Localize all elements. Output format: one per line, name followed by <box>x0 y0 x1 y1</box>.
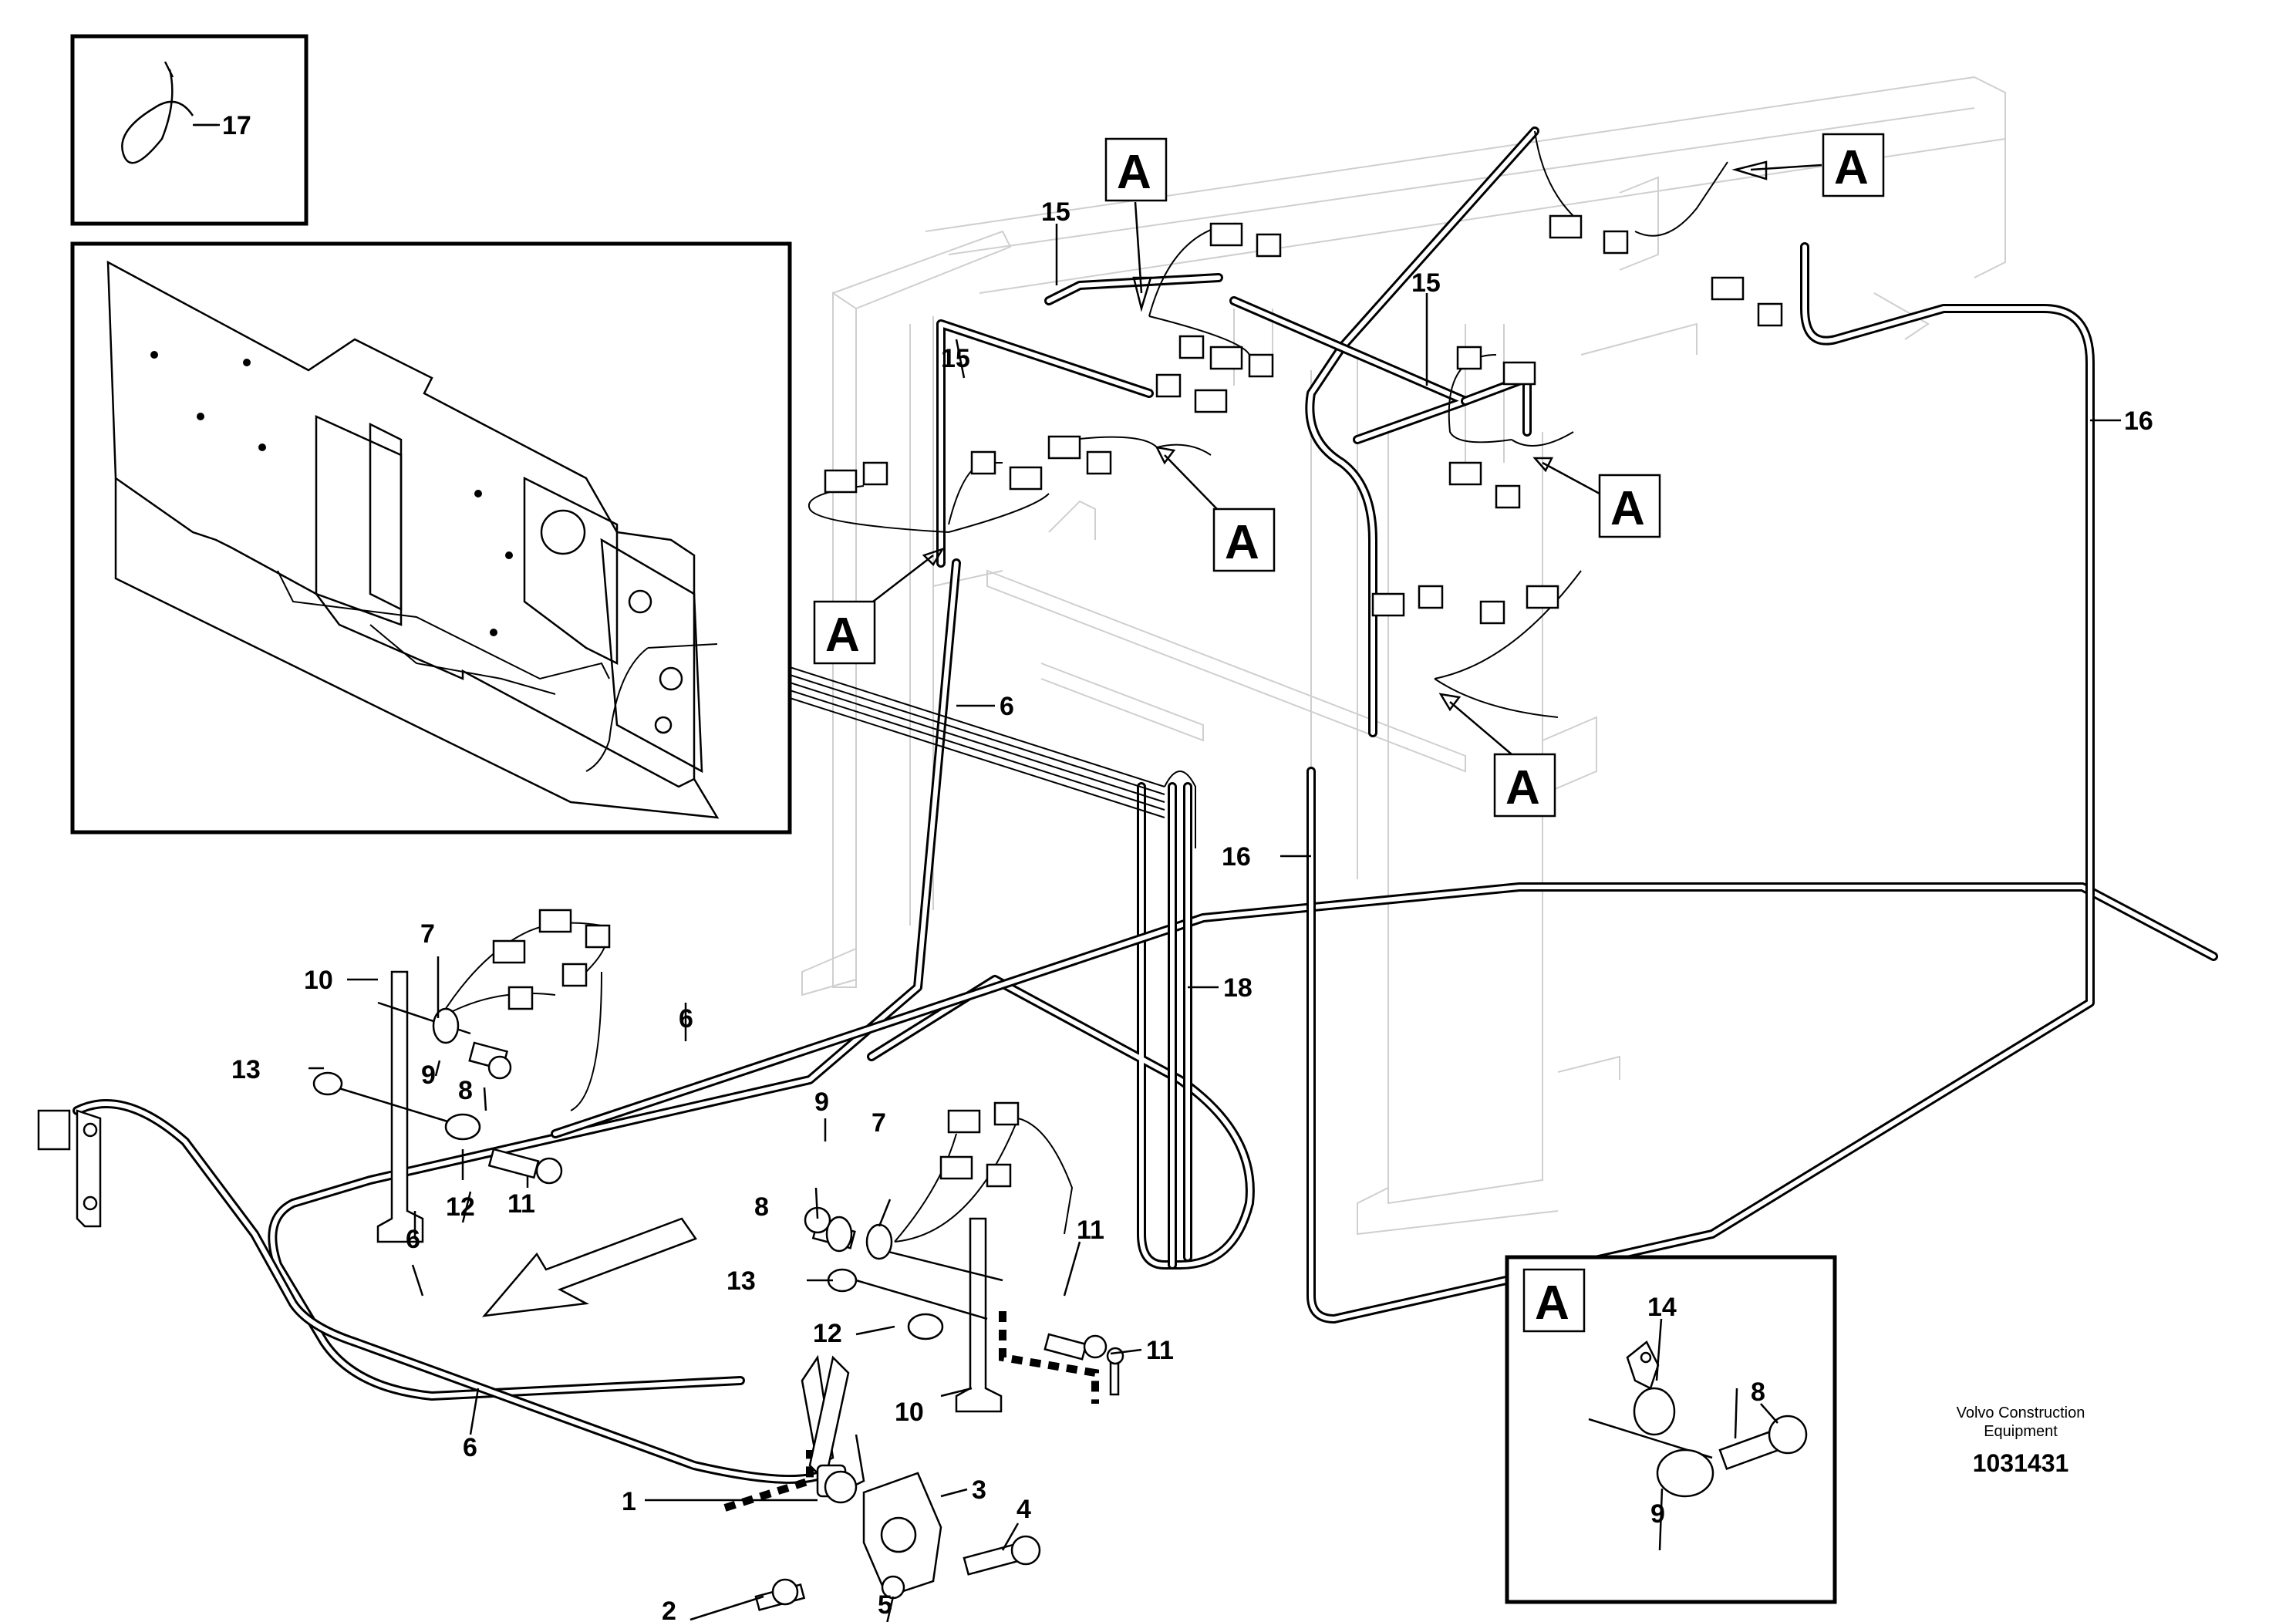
credit-line-1: Volvo Construction <box>1957 1404 2085 1421</box>
callout-9: 9 <box>421 1061 436 1090</box>
detail-tag-a: A <box>1610 482 1645 535</box>
direction-arrow <box>481 1217 697 1317</box>
callout-15: 15 <box>1041 197 1070 227</box>
callout-8: 8 <box>1751 1378 1765 1407</box>
callout-4: 4 <box>1017 1495 1031 1524</box>
leader-lines <box>194 123 2121 1622</box>
callout-15: 15 <box>1411 268 1441 298</box>
callout-6: 6 <box>406 1225 420 1254</box>
callout-6: 6 <box>1000 692 1014 721</box>
callout-labels: 17 15 15 15 16 6 16 18 7 10 13 9 8 6 12 … <box>222 111 2153 1622</box>
control-unit-drawing <box>106 260 720 819</box>
callout-8: 8 <box>458 1076 473 1105</box>
detail-tag-a: A <box>1834 141 1869 194</box>
wire-bundle <box>716 643 1196 848</box>
callout-12: 12 <box>446 1192 475 1222</box>
bracket-left <box>312 970 563 1243</box>
callout-5: 5 <box>878 1590 892 1620</box>
callout-12: 12 <box>813 1319 842 1348</box>
callout-11: 11 <box>507 1189 535 1219</box>
inset-control-unit-frame <box>70 241 792 835</box>
connector-group-bottom <box>754 1354 1041 1611</box>
callout-6: 6 <box>463 1433 477 1462</box>
callout-14: 14 <box>1647 1293 1677 1322</box>
callout-10: 10 <box>895 1398 924 1427</box>
callout-11: 11 <box>1146 1336 1174 1365</box>
callout-13: 13 <box>727 1266 756 1296</box>
credit-line-2: Equipment <box>1984 1423 2058 1440</box>
hatched-cable-right <box>999 1311 1099 1404</box>
callout-13: 13 <box>231 1055 261 1084</box>
callout-16: 16 <box>1222 842 1251 872</box>
callout-10: 10 <box>304 966 333 995</box>
callout-6: 6 <box>679 1004 693 1034</box>
connector-left-end <box>37 1109 102 1228</box>
connectors <box>439 130 1783 1243</box>
callout-1: 1 <box>622 1487 636 1516</box>
bracket-right <box>804 1206 1124 1413</box>
harness-runs <box>72 126 2218 1484</box>
detail-tag-a: A <box>1535 1276 1569 1330</box>
callout-18: 18 <box>1223 973 1253 1003</box>
callout-9: 9 <box>1650 1499 1665 1529</box>
callout-7: 7 <box>420 919 435 949</box>
callout-15: 15 <box>941 344 970 373</box>
callout-17: 17 <box>222 111 251 140</box>
detail-tag-a: A <box>1225 516 1259 569</box>
callout-11: 11 <box>1077 1216 1104 1245</box>
callout-16: 16 <box>2124 406 2153 436</box>
drawing-number: 1031431 <box>1973 1449 2069 1477</box>
detail-tag-a: A <box>825 609 860 662</box>
detail-tag-a: A <box>1505 761 1540 814</box>
detail-a-tags: A A A A A A A <box>813 133 1885 1333</box>
detail-a-drawing <box>1588 1340 1808 1498</box>
detail-tag-a: A <box>1117 146 1151 199</box>
callout-8: 8 <box>754 1192 769 1222</box>
callout-7: 7 <box>872 1108 886 1138</box>
callout-3: 3 <box>972 1475 986 1505</box>
machine-frame-background <box>801 76 2006 1236</box>
inset-cable-tie-frame <box>70 34 308 226</box>
callout-2: 2 <box>662 1597 676 1622</box>
callout-9: 9 <box>814 1088 829 1117</box>
credit-block: Volvo Construction Equipment 1031431 <box>1957 1404 2085 1477</box>
